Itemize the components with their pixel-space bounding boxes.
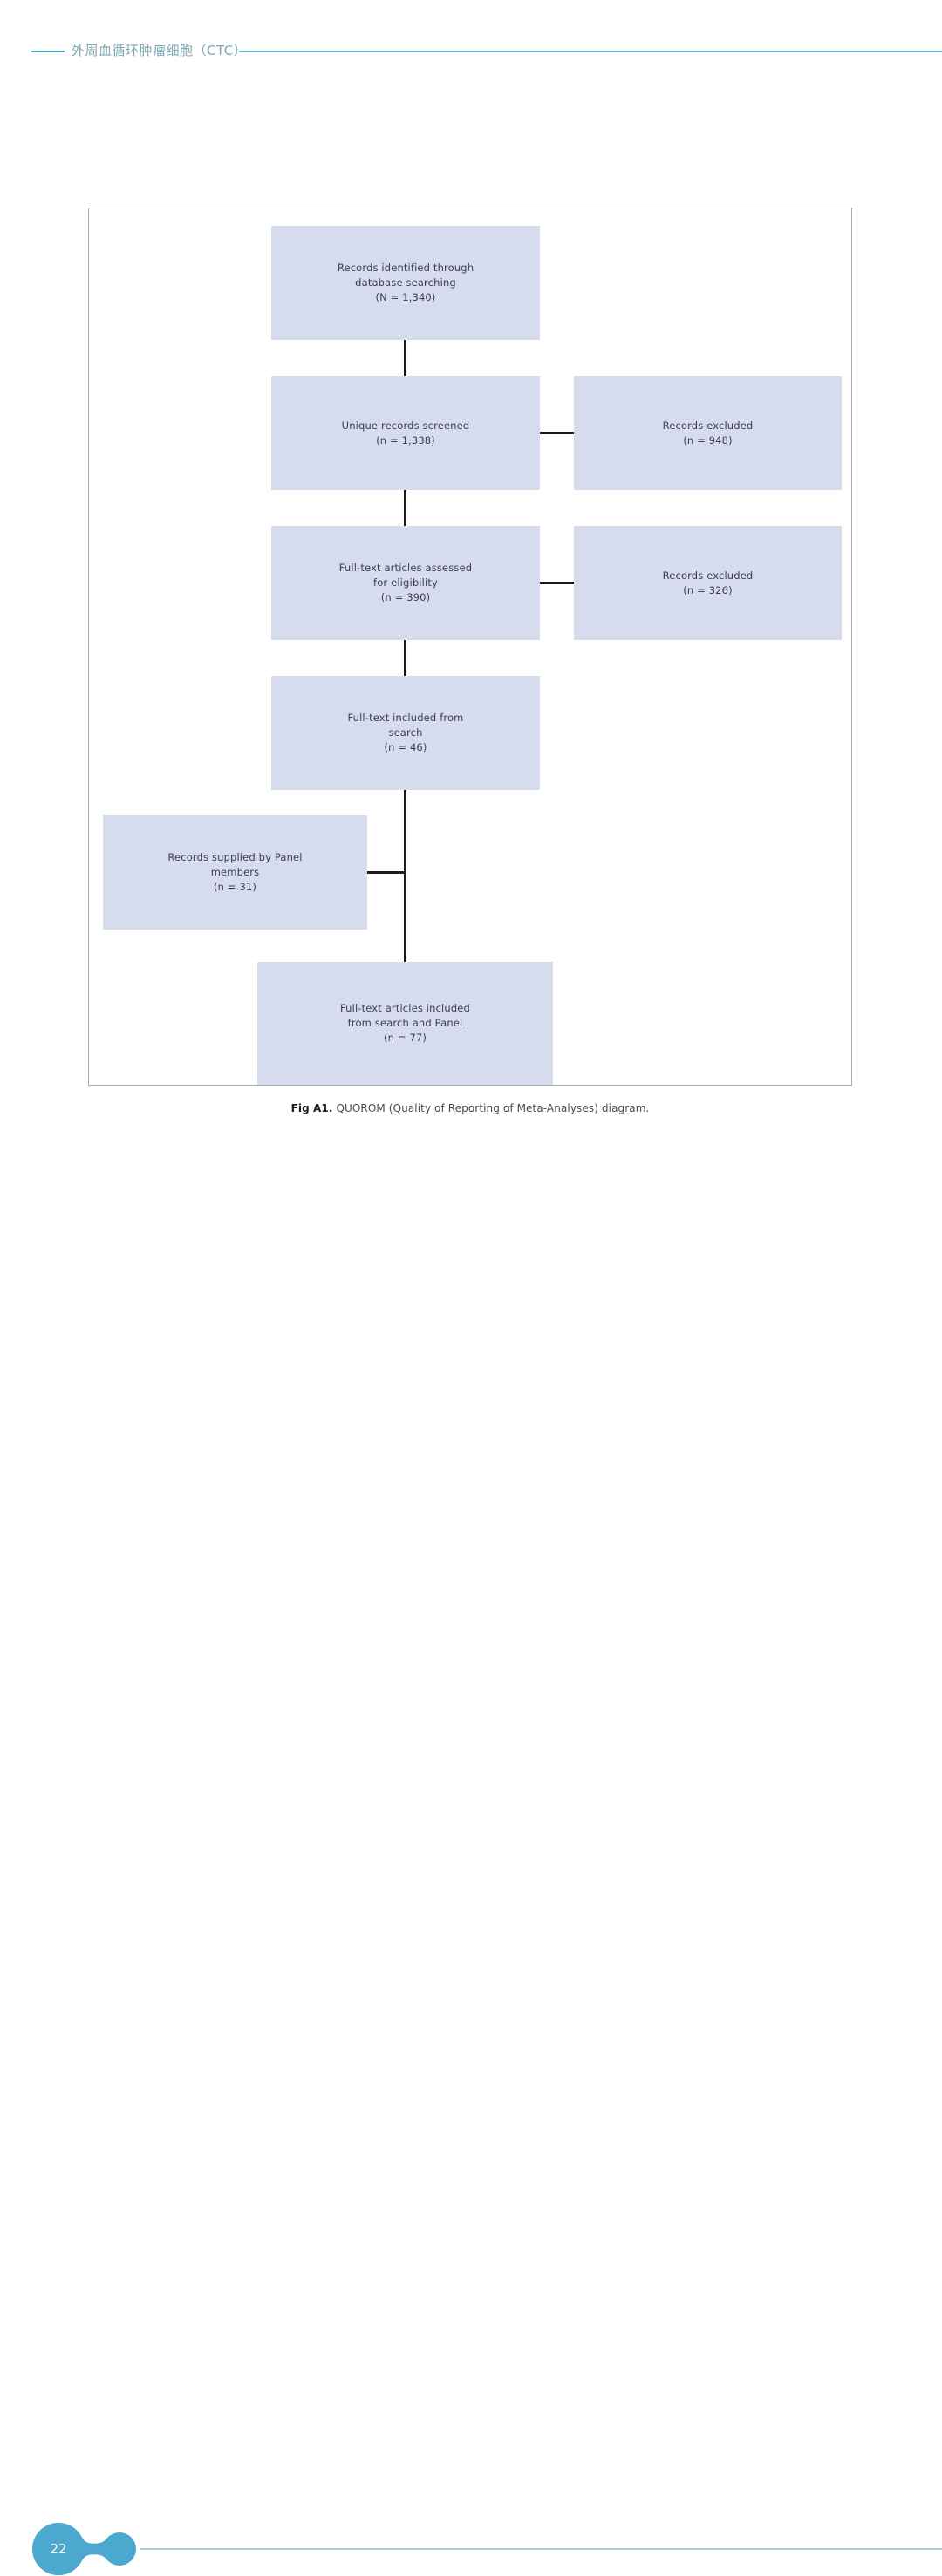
flow-node-label: Records supplied by Panel members (n = 3… — [167, 851, 303, 893]
flow-node-label: Full-text articles assessed for eligibil… — [338, 562, 473, 603]
header-rule-right — [239, 51, 942, 52]
connector-identified-to-screened — [404, 340, 406, 376]
connector-panel-to-total — [367, 871, 406, 874]
header-rule-left — [31, 51, 65, 52]
flow-node-assessed: Full-text articles assessed for eligibil… — [271, 526, 540, 640]
flow-node-label: Records identified through database sear… — [337, 262, 474, 303]
flow-node-screened: Unique records screened (n = 1,338) — [271, 376, 540, 490]
flow-node-label: Unique records screened (n = 1,338) — [341, 419, 470, 446]
flow-node-label: Records excluded (n = 326) — [662, 569, 754, 596]
figure-caption: Fig A1. QUOROM (Quality of Reporting of … — [88, 1102, 852, 1114]
flow-node-panel-supplied: Records supplied by Panel members (n = 3… — [103, 815, 367, 930]
flow-node-included-search: Full-text included from search (n = 46) — [271, 676, 540, 790]
connector-assessed-to-included-search — [404, 640, 406, 676]
quorom-flow-diagram: Records identified through database sear… — [89, 208, 851, 1085]
page-header: 外周血循环肿瘤细胞（CTC） — [0, 0, 942, 78]
figure-caption-text: QUOROM (Quality of Reporting of Meta-Ana… — [332, 1102, 650, 1114]
flow-node-excluded-eligibility: Records excluded (n = 326) — [574, 526, 842, 640]
header-title: 外周血循环肿瘤细胞（CTC） — [72, 43, 248, 58]
flow-node-label: Full-text articles included from search … — [340, 1002, 470, 1044]
connector-screened-to-assessed — [404, 490, 406, 526]
flow-node-included-total: Full-text articles included from search … — [257, 962, 553, 1085]
flow-node-label: Full-text included from search (n = 46) — [347, 712, 464, 753]
page-number: 22 — [50, 2541, 67, 2557]
figure-frame: Records identified through database sear… — [88, 208, 852, 1086]
flow-node-identified: Records identified through database sear… — [271, 226, 540, 340]
connector-assessed-to-excluded — [540, 582, 574, 584]
footer-rule — [140, 2548, 942, 2550]
figure-caption-label: Fig A1. — [290, 1102, 333, 1114]
flow-node-excluded-screening: Records excluded (n = 948) — [574, 376, 842, 490]
connector-screened-to-excluded — [540, 432, 574, 434]
flow-node-label: Records excluded (n = 948) — [662, 419, 754, 446]
connector-included-search-to-total — [404, 790, 406, 962]
page-footer: 22 — [0, 1256, 942, 2575]
